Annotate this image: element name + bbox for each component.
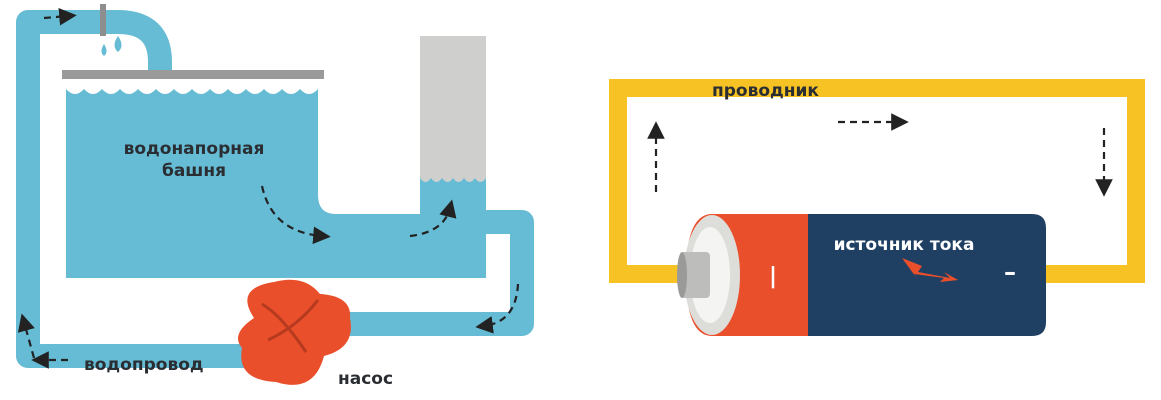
faucet-cap [100, 4, 106, 36]
water-system: водонапорная башня водопровод насос [24, 4, 522, 389]
minus-marker: – [1004, 258, 1016, 286]
electric-circuit: проводник | источник тока – [618, 81, 1136, 336]
tower-label-line1: водонапорная [124, 139, 265, 159]
water-tower-lid [62, 70, 324, 79]
pump-icon [238, 280, 351, 385]
water-drops-icon [102, 36, 122, 56]
water-pipe-top [100, 22, 160, 70]
conductor-label: проводник [712, 81, 819, 101]
battery-icon [677, 214, 1046, 336]
tower-label-line2: башня [162, 161, 226, 181]
source-label: источник тока [834, 235, 975, 255]
plus-marker: | [769, 264, 777, 289]
pump-label: насос [338, 369, 393, 389]
pipe-label: водопровод [84, 355, 204, 375]
empty-column [420, 36, 486, 178]
